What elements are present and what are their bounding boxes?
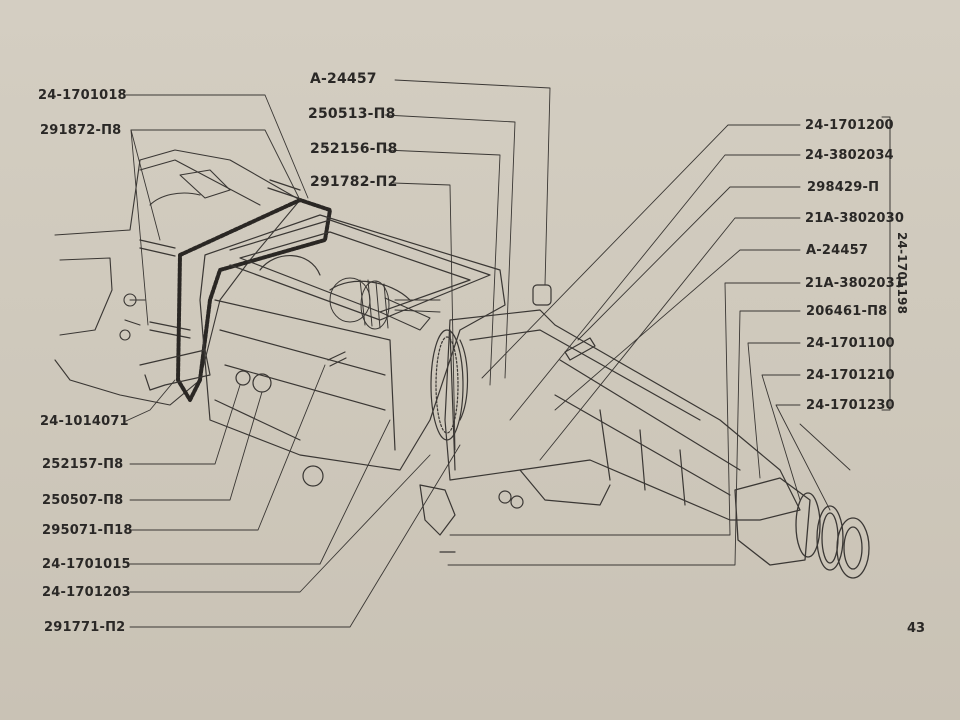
label-24-1701015: 24-1701015 <box>42 557 131 572</box>
gasket <box>176 198 332 402</box>
small-parts <box>139 284 596 553</box>
label-24-1701230: 24-1701230 <box>806 398 895 413</box>
gear-cluster <box>329 277 441 331</box>
bracket-label-24-1701198: 24-1701198 <box>895 232 909 315</box>
leader-lines-left <box>125 94 461 628</box>
label-a-24457-right: А-24457 <box>806 243 869 258</box>
label-a-24457-top: А-24457 <box>310 71 377 87</box>
ring-gear <box>430 329 464 441</box>
leader-lines-top <box>384 79 551 451</box>
rear-seal-parts <box>734 477 870 579</box>
label-291872-p8: 291872-П8 <box>40 123 122 138</box>
gearbox-case <box>199 214 506 471</box>
page-number: 43 <box>907 621 926 636</box>
housing-studs <box>139 179 301 339</box>
label-21a-3802031: 21А-3802031 <box>805 276 905 291</box>
label-250507-p8: 250507-П8 <box>42 493 124 508</box>
right-bracket <box>881 116 891 411</box>
label-24-1701203: 24-1701203 <box>42 585 131 600</box>
label-206461-p8: 206461-П8 <box>806 304 888 319</box>
leader-lines-right <box>447 124 851 566</box>
label-24-1701200: 24-1701200 <box>805 118 894 133</box>
label-24-1701100: 24-1701100 <box>806 336 895 351</box>
label-24-1701210: 24-1701210 <box>806 368 895 383</box>
label-291771-p2: 291771-П2 <box>44 620 126 635</box>
label-24-1701018: 24-1701018 <box>38 88 127 103</box>
label-295071-p18: 295071-П18 <box>42 523 133 538</box>
label-291782-p2: 291782-П2 <box>310 174 398 190</box>
label-252156-p8: 252156-П8 <box>310 141 398 157</box>
label-252157-p8: 252157-П8 <box>42 457 124 472</box>
label-21a-3802030: 21А-3802030 <box>805 211 905 226</box>
label-24-3802034: 24-3802034 <box>805 148 894 163</box>
label-250513-p8: 250513-П8 <box>308 106 396 122</box>
extension-housing <box>444 309 801 521</box>
label-298429-p: 298429-П <box>807 180 880 195</box>
label-24-1014071: 24-1014071 <box>40 414 129 429</box>
